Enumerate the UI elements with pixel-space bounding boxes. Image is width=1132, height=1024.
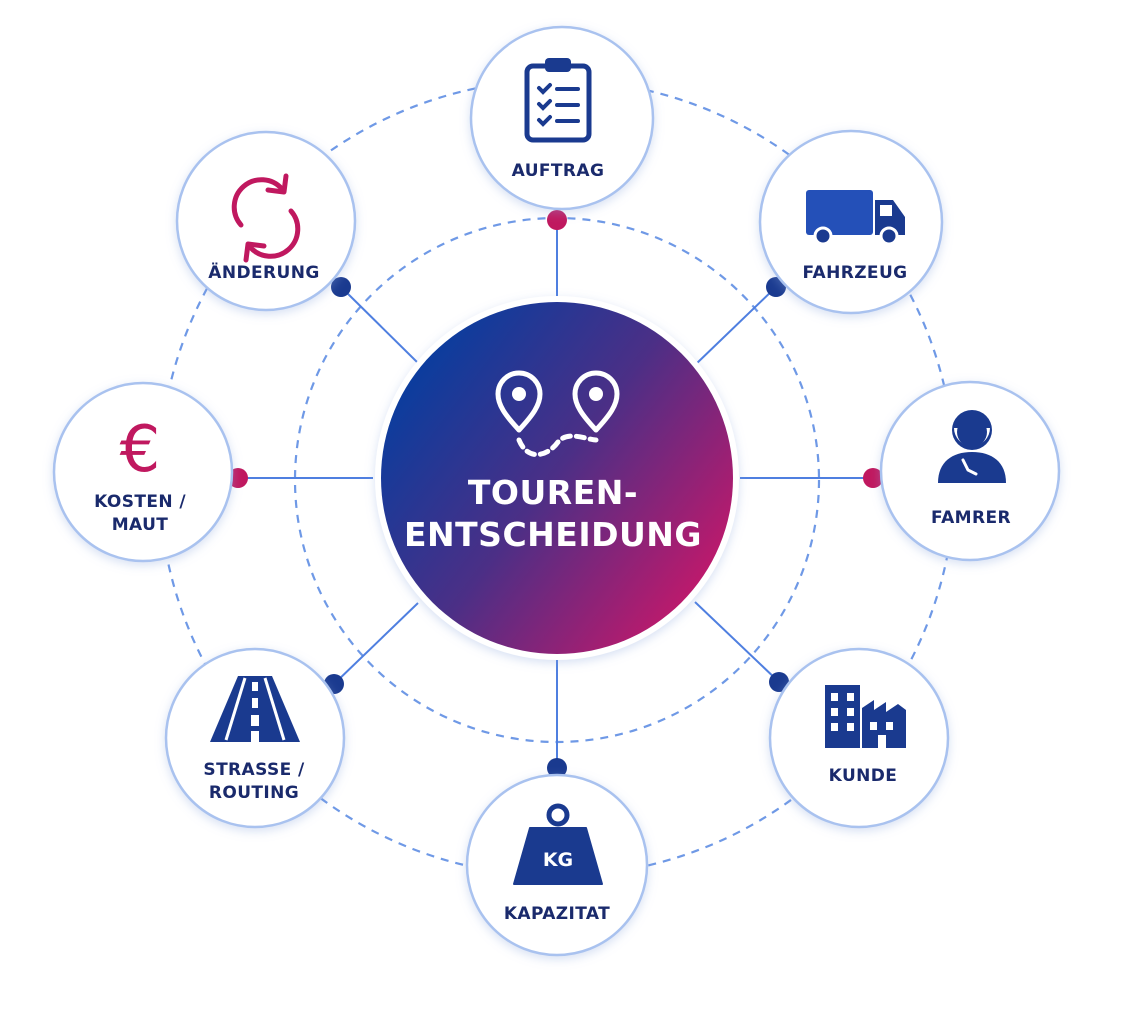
label-kosten-line2: MAUT: [112, 515, 169, 535]
spoke-kunde: [694, 601, 780, 683]
center-node: TOUREN- ENTSCHEIDUNG: [375, 296, 739, 660]
spoke-aenderung: [340, 286, 419, 364]
center-label-line2: ENTSCHEIDUNG: [404, 515, 702, 554]
weight-icon-text: KG: [543, 849, 573, 871]
label-fahrzeug: FAHRZEUG: [802, 263, 907, 283]
label-kunde: KUNDE: [829, 766, 898, 786]
node-kunde[interactable]: KUNDE: [768, 647, 950, 829]
driver-icon: [938, 410, 1006, 483]
truck-icon: [806, 190, 905, 246]
dot-kunde: [769, 672, 789, 692]
spokes: [238, 220, 873, 768]
label-aenderung: ÄNDERUNG: [208, 261, 319, 283]
node-strasse[interactable]: STRASSE / ROUTING: [164, 647, 346, 829]
connector-dots: [228, 210, 883, 778]
node-fahrzeug[interactable]: FAHRZEUG: [758, 129, 944, 315]
node-aenderung[interactable]: ÄNDERUNG: [175, 130, 357, 312]
refresh-icon: [231, 173, 301, 263]
road-icon: [210, 676, 300, 742]
dot-aenderung: [331, 277, 351, 297]
route-pins-icon: [495, 370, 620, 457]
node-famrer[interactable]: FAMRER: [879, 380, 1061, 562]
weight-icon: KG: [513, 803, 603, 885]
dot-auftrag: [547, 210, 567, 230]
label-strasse-line2: ROUTING: [209, 783, 299, 803]
node-kapazitat[interactable]: KG KAPAZITAT: [465, 773, 649, 957]
label-famrer: FAMRER: [931, 508, 1011, 528]
center-label-line1: TOUREN-: [468, 473, 638, 512]
node-kosten[interactable]: € KOSTEN / MAUT: [52, 381, 234, 563]
label-auftrag: AUFTRAG: [512, 161, 605, 181]
buildings-icon: [825, 685, 906, 748]
clipboard-icon: [524, 58, 592, 143]
center-circle: [381, 302, 733, 654]
node-auftrag[interactable]: AUFTRAG: [469, 25, 655, 211]
label-kapazitat: KAPAZITAT: [504, 904, 610, 924]
dot-kapazitat: [547, 758, 567, 778]
spoke-strasse: [333, 602, 419, 685]
label-kosten-line1: KOSTEN /: [94, 492, 186, 512]
label-strasse-line1: STRASSE /: [203, 760, 305, 780]
euro-icon: €: [120, 413, 161, 487]
dot-famrer: [863, 468, 883, 488]
spoke-fahrzeug: [694, 286, 777, 366]
